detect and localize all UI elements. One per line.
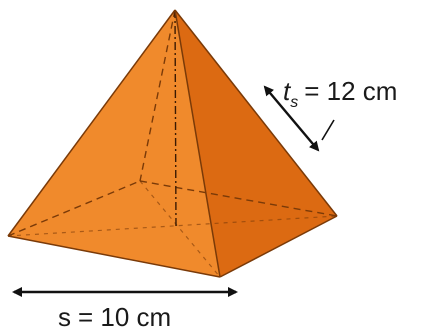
- hidden-diagonal-2: [139, 180, 221, 278]
- edge-apex-left: [7, 9, 176, 237]
- pyramid-height-dashed: [174, 9, 177, 229]
- edge-apex-front: [174, 9, 221, 278]
- edge-apex-right: [174, 9, 338, 217]
- hidden-edge-back-right: [139, 180, 338, 217]
- slant-height-label: ts = 12 cm: [283, 76, 397, 111]
- pyramid-right-face: [175, 10, 337, 277]
- edge-base-front-left: [7, 235, 221, 278]
- edge-base-front-right: [219, 215, 338, 278]
- base-length-label: s= 10 cm: [58, 302, 171, 332]
- base-equals: = 10 cm: [78, 302, 171, 332]
- hidden-diagonal-1: [7, 215, 338, 237]
- slant-label-tick: [321, 119, 335, 141]
- base-symbol: s: [58, 302, 71, 332]
- slant-symbol: t: [283, 76, 292, 106]
- hidden-edge-apex-back: [139, 9, 176, 182]
- slant-subscript: s: [290, 94, 298, 111]
- slant-equals: = 12 cm: [304, 76, 397, 106]
- slant-height-arrow: [263, 85, 320, 152]
- pyramid-left-face: [8, 10, 220, 277]
